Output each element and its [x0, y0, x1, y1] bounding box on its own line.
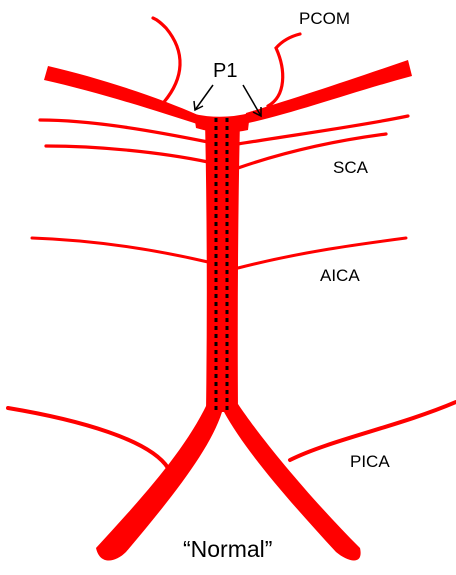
label-p1: P1 — [213, 60, 237, 83]
label-pica: PICA — [350, 452, 390, 472]
right-pcom-branch — [268, 34, 300, 106]
p1-arrows — [194, 85, 261, 116]
label-aica: AICA — [320, 266, 360, 286]
caption: “Normal” — [183, 536, 272, 563]
left-aica-branch — [32, 238, 208, 262]
right-pca-branch — [244, 60, 412, 124]
label-pcom: PCOM — [299, 9, 350, 29]
left-pca-branch — [44, 66, 200, 125]
left-sca-branch-upper — [40, 120, 208, 142]
left-pica-branch — [8, 408, 168, 468]
left-pcom-branch — [153, 18, 180, 102]
p1-arrow-left — [195, 85, 213, 110]
basilar-artery — [205, 120, 240, 412]
right-aica-branch — [238, 238, 406, 268]
label-sca: SCA — [333, 158, 368, 178]
right-sca-branch-upper — [238, 116, 408, 144]
left-sca-branch-lower — [46, 146, 208, 162]
